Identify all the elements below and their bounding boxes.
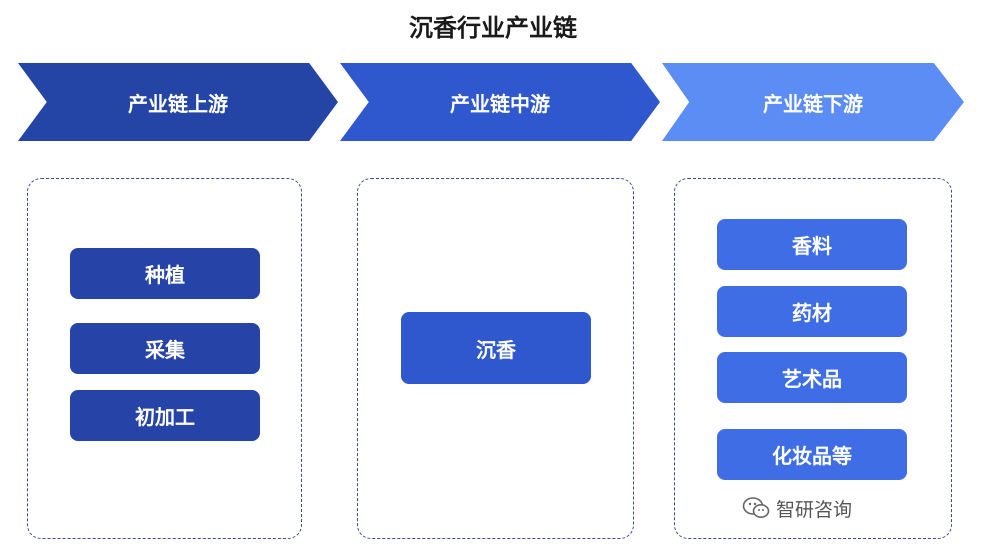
stage-arrow-midstream: 产业链中游: [340, 63, 660, 141]
upstream-panel: 种植 采集 初加工: [27, 178, 302, 539]
watermark: 智研咨询: [742, 494, 852, 522]
midstream-panel: 沉香: [357, 178, 634, 539]
upstream-item: 初加工: [70, 390, 260, 441]
downstream-item: 香料: [717, 219, 907, 270]
downstream-item: 化妆品等: [717, 429, 907, 480]
diagram-title: 沉香行业产业链: [409, 14, 577, 42]
downstream-item: 艺术品: [717, 352, 907, 403]
upstream-item: 种植: [70, 248, 260, 299]
stage-arrow-downstream: 产业链下游: [662, 63, 964, 141]
stage-arrow-upstream: 产业链上游: [18, 63, 338, 141]
wechat-icon: [742, 497, 770, 518]
downstream-item: 药材: [717, 286, 907, 337]
downstream-panel: 香料 药材 艺术品 化妆品等: [674, 178, 952, 539]
upstream-item: 采集: [70, 323, 260, 374]
midstream-item: 沉香: [401, 312, 591, 384]
watermark-text: 智研咨询: [776, 498, 853, 521]
